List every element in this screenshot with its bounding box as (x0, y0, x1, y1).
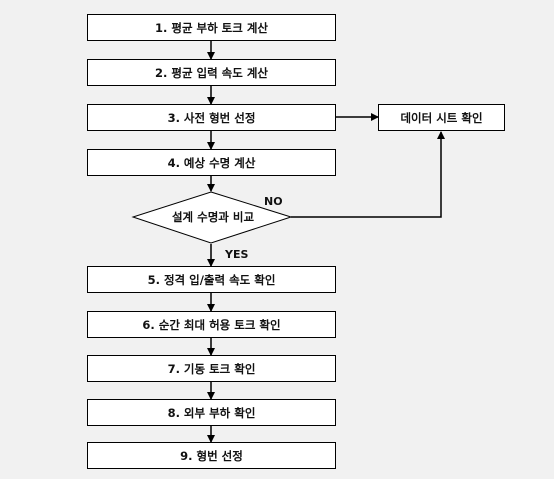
step-3-box: 3. 사전 형번 선정 (87, 104, 336, 131)
step-4-label: 4. 예상 수명 계산 (167, 155, 256, 170)
no-label: NO (264, 195, 283, 208)
step-6-label: 6. 순간 최대 허용 토크 확인 (142, 317, 281, 332)
step-5-box: 5. 정격 입/출력 속도 확인 (87, 266, 336, 293)
step-8-label: 8. 외부 부하 확인 (167, 405, 256, 420)
step-5-label: 5. 정격 입/출력 속도 확인 (147, 272, 276, 287)
decision-diamond (131, 191, 293, 244)
decision-label: 설계 수명과 비교 (171, 210, 255, 224)
step-7-label: 7. 기동 토크 확인 (167, 361, 256, 376)
data-sheet-label: 데이터 시트 확인 (400, 110, 483, 125)
step-8-box: 8. 외부 부하 확인 (87, 399, 336, 426)
step-1-box: 1. 평균 부하 토크 계산 (87, 14, 336, 41)
step-2-box: 2. 평균 입력 속도 계산 (87, 59, 336, 86)
yes-label: YES (225, 248, 249, 261)
step-2-label: 2. 평균 입력 속도 계산 (154, 65, 269, 80)
step-9-box: 9. 형번 선정 (87, 442, 336, 469)
arrow-no-path (291, 131, 445, 218)
step-3-label: 3. 사전 형번 선정 (167, 110, 256, 125)
data-sheet-box: 데이터 시트 확인 (378, 104, 505, 131)
step-7-box: 7. 기동 토크 확인 (87, 355, 336, 382)
step-9-label: 9. 형번 선정 (180, 448, 243, 463)
step-4-box: 4. 예상 수명 계산 (87, 149, 336, 176)
step-6-box: 6. 순간 최대 허용 토크 확인 (87, 311, 336, 338)
step-1-label: 1. 평균 부하 토크 계산 (154, 20, 269, 35)
